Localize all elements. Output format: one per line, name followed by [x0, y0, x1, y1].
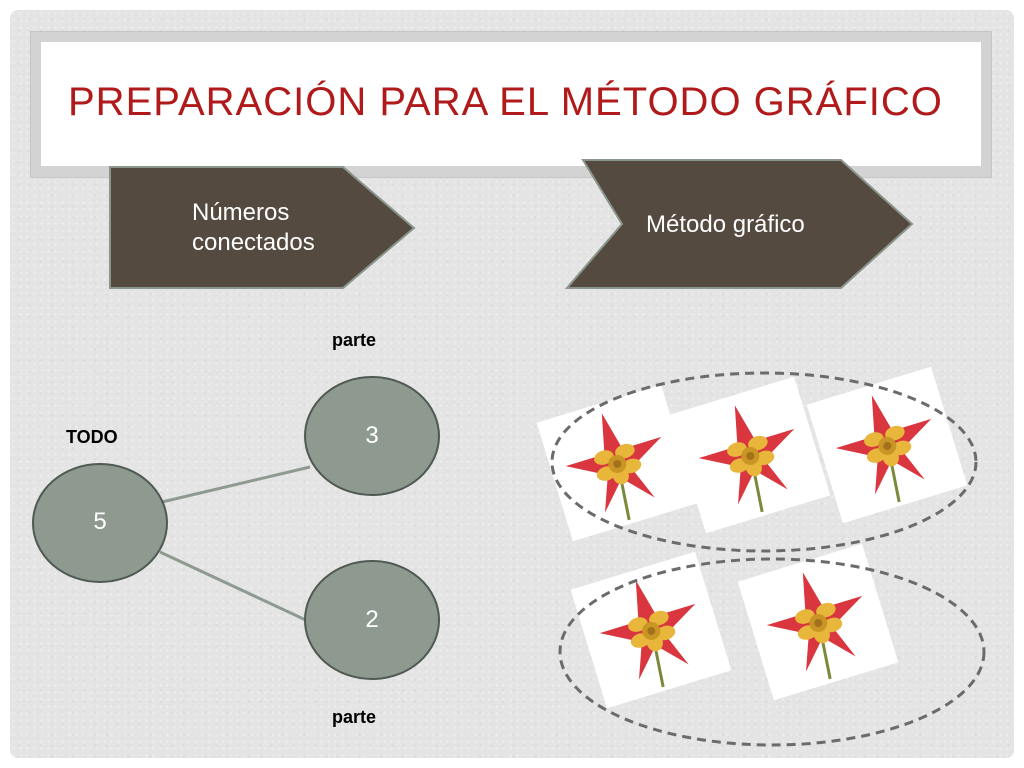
- flower-picture: [668, 375, 832, 535]
- group-ellipse-three: [550, 371, 978, 553]
- flower-picture: [535, 383, 699, 543]
- arrow-left-label-line1: Números: [192, 199, 290, 226]
- part-bottom-value: 2: [365, 606, 379, 633]
- connector-bottom: [159, 550, 311, 624]
- title-frame: PREPARACIÓN PARA EL MÉTODO GRÁFICO: [30, 31, 992, 178]
- node-part-bottom: [304, 560, 440, 680]
- arrow-left-label: Números conectados: [192, 198, 315, 258]
- flower-picture: [736, 542, 900, 702]
- arrow-numeros-conectados: [109, 166, 416, 289]
- title-box: PREPARACIÓN PARA EL MÉTODO GRÁFICO: [41, 42, 981, 166]
- arrow-right-label: Método gráfico: [646, 211, 805, 238]
- arrow-left-label-line2: conectados: [192, 229, 315, 256]
- connector-top: [161, 465, 311, 504]
- group-ellipse-two: [558, 557, 986, 747]
- part-top-label: parte: [332, 330, 377, 350]
- part-bottom-label: parte: [332, 707, 377, 727]
- node-part-top: [304, 376, 440, 496]
- whole-value: 5: [93, 508, 107, 535]
- page-title: PREPARACIÓN PARA EL MÉTODO GRÁFICO: [68, 80, 943, 124]
- arrow-metodo-grafico: [564, 159, 914, 289]
- part-top-value: 3: [365, 422, 379, 449]
- whole-label: TODO: [66, 427, 118, 447]
- slide-graphics: [32, 159, 986, 747]
- slide: PREPARACIÓN PARA EL MÉTODO GRÁFICO: [10, 10, 1014, 758]
- node-whole: [32, 463, 168, 583]
